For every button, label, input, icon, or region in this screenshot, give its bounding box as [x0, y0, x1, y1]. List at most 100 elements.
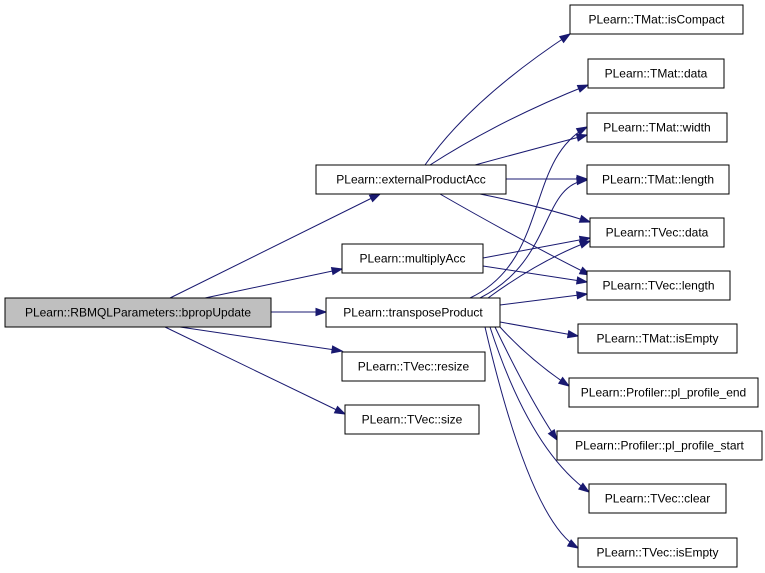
node-label: PLearn::transposeProduct: [343, 306, 483, 320]
arrow-head-icon: [578, 214, 592, 223]
arrow-head-icon: [576, 84, 590, 93]
edge-tp-to-tvdata: [487, 240, 592, 299]
edge-line: [494, 326, 558, 441]
edge-line: [439, 193, 591, 276]
edge-line: [489, 326, 590, 493]
node-width[interactable]: PLearn::TMat::width: [586, 112, 728, 143]
node-tmEmpty[interactable]: PLearn::TMat::isEmpty: [577, 323, 738, 354]
node-label: PLearn::TVec::size: [362, 413, 463, 427]
node-label: PLearn::TVec::length: [602, 279, 714, 293]
node-epa[interactable]: PLearn::externalProductAcc: [315, 164, 507, 195]
node-box[interactable]: [325, 297, 501, 328]
node-tvlength[interactable]: PLearn::TVec::length: [586, 270, 731, 301]
edge-epa-to-isCompact: [424, 33, 572, 166]
node-box[interactable]: [589, 217, 725, 248]
node-box[interactable]: [568, 377, 759, 408]
node-box[interactable]: [569, 4, 744, 35]
edge-tp-to-tmlength: [479, 176, 589, 299]
node-label: PLearn::TMat::width: [603, 121, 710, 135]
node-label: PLearn::TVec::clear: [605, 492, 710, 506]
node-label: PLearn::RBMQLParameters::bpropUpdate: [25, 306, 251, 320]
edge-line: [482, 265, 588, 283]
edge-line: [474, 134, 588, 166]
arrow-head-icon: [576, 176, 589, 186]
edge-tp-to-tmEmpty: [499, 321, 580, 339]
arrow-head-icon: [575, 133, 589, 142]
node-root[interactable]: PLearn::RBMQLParameters::bpropUpdate: [4, 297, 272, 328]
edge-line: [487, 240, 591, 299]
node-isCompact[interactable]: PLearn::TMat::isCompact: [569, 4, 744, 35]
node-box[interactable]: [586, 164, 730, 195]
arrow-head-icon: [566, 330, 580, 339]
edge-line: [424, 33, 571, 166]
edge-tp-to-plstart: [494, 326, 558, 442]
arrow-head-icon: [558, 33, 572, 44]
node-clear[interactable]: PLearn::TVec::clear: [588, 483, 727, 514]
edge-line: [169, 193, 381, 299]
node-box[interactable]: [586, 270, 731, 301]
arrow-head-icon: [578, 482, 591, 493]
node-box[interactable]: [341, 351, 486, 382]
node-label: PLearn::TMat::isEmpty: [596, 332, 718, 346]
node-label: PLearn::TMat::isCompact: [588, 13, 725, 27]
node-tmlength[interactable]: PLearn::TMat::length: [586, 164, 730, 195]
node-label: PLearn::TMat::data: [605, 67, 708, 81]
node-box[interactable]: [344, 404, 480, 435]
edge-mul-to-tvlength: [482, 265, 589, 285]
node-label: PLearn::TVec::isEmpty: [596, 546, 718, 560]
node-tvdata[interactable]: PLearn::TVec::data: [589, 217, 725, 248]
edge-tp-to-clear: [489, 326, 591, 493]
edge-line: [429, 84, 589, 166]
node-box[interactable]: [588, 483, 727, 514]
edge-root-to-epa: [169, 193, 382, 299]
edge-tp-to-tvEmpty: [484, 326, 580, 549]
arrow-head-icon: [575, 126, 589, 136]
node-box[interactable]: [4, 297, 272, 328]
node-label: PLearn::externalProductAcc: [336, 173, 485, 187]
edge-epa-to-tvdata: [479, 193, 592, 223]
node-box[interactable]: [556, 430, 763, 461]
arrow-head-icon: [576, 291, 589, 300]
edge-line: [499, 293, 588, 306]
edge-line: [484, 326, 579, 549]
edge-line: [179, 326, 343, 352]
edge-epa-to-width: [474, 133, 589, 166]
node-box[interactable]: [577, 323, 738, 354]
node-mul[interactable]: PLearn::multiplyAcc: [341, 243, 484, 274]
edge-line: [469, 126, 588, 299]
node-plend[interactable]: PLearn::Profiler::pl_profile_end: [568, 377, 759, 408]
edge-line: [482, 237, 591, 259]
edge-epa-to-tmdata: [429, 84, 590, 166]
node-resize[interactable]: PLearn::TVec::resize: [341, 351, 486, 382]
node-box[interactable]: [587, 58, 725, 89]
node-box[interactable]: [341, 243, 484, 274]
arrow-head-icon: [330, 345, 344, 354]
node-tp[interactable]: PLearn::transposeProduct: [325, 297, 501, 328]
node-plstart[interactable]: PLearn::Profiler::pl_profile_start: [556, 430, 763, 461]
node-label: PLearn::Profiler::pl_profile_end: [581, 386, 746, 400]
arrow-head-icon: [575, 276, 589, 285]
node-box[interactable]: [586, 112, 728, 143]
edge-line: [499, 321, 579, 337]
nodes-layer: PLearn::RBMQLParameters::bpropUpdatePLea…: [4, 4, 763, 568]
edge-tp-to-width: [469, 126, 589, 299]
edge-line: [499, 326, 570, 387]
node-box[interactable]: [577, 537, 738, 568]
node-label: PLearn::TVec::data: [606, 226, 709, 240]
node-tmdata[interactable]: PLearn::TMat::data: [587, 58, 725, 89]
node-label: PLearn::TVec::resize: [358, 360, 470, 374]
node-label: PLearn::TMat::length: [602, 173, 714, 187]
edge-line: [164, 326, 346, 415]
node-label: PLearn::multiplyAcc: [359, 252, 465, 266]
edges-layer: [164, 33, 592, 549]
edge-tp-to-tvlength: [499, 291, 589, 306]
arrow-head-icon: [330, 267, 344, 276]
edge-root-to-size: [164, 326, 347, 415]
edge-line: [479, 193, 591, 223]
node-tvEmpty[interactable]: PLearn::TVec::isEmpty: [577, 537, 738, 568]
node-box[interactable]: [315, 164, 507, 195]
node-label: PLearn::Profiler::pl_profile_start: [575, 439, 744, 453]
arrow-head-icon: [547, 428, 558, 442]
node-size[interactable]: PLearn::TVec::size: [344, 404, 480, 435]
